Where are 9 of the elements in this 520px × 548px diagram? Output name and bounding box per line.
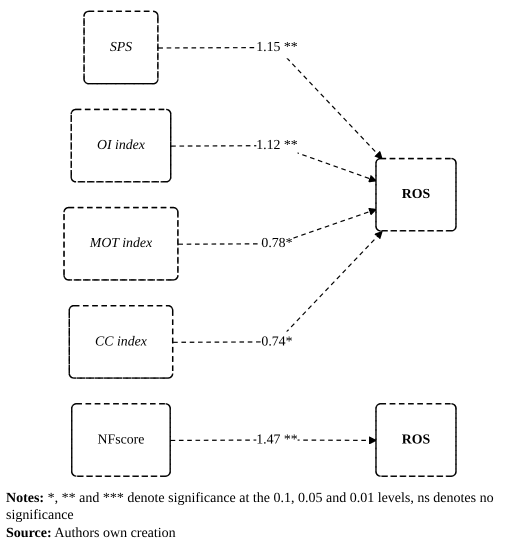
arrow — [173, 230, 383, 343]
edge-label: 1.15 ** — [256, 40, 298, 55]
edge-label: 1.12 ** — [256, 138, 298, 153]
source-text: Source: Authors own creation — [6, 524, 177, 542]
notes-text: Notes: *, ** and *** denote significance at the 0.1, 0.05 and 0.01 levels, ns denotes no significance — [6, 490, 495, 524]
edge-label: 1.47 ** — [256, 432, 298, 448]
edge-label: 0.74* — [261, 334, 292, 349]
edge-label: 0.78* — [261, 236, 292, 251]
arrow — [158, 46, 383, 160]
